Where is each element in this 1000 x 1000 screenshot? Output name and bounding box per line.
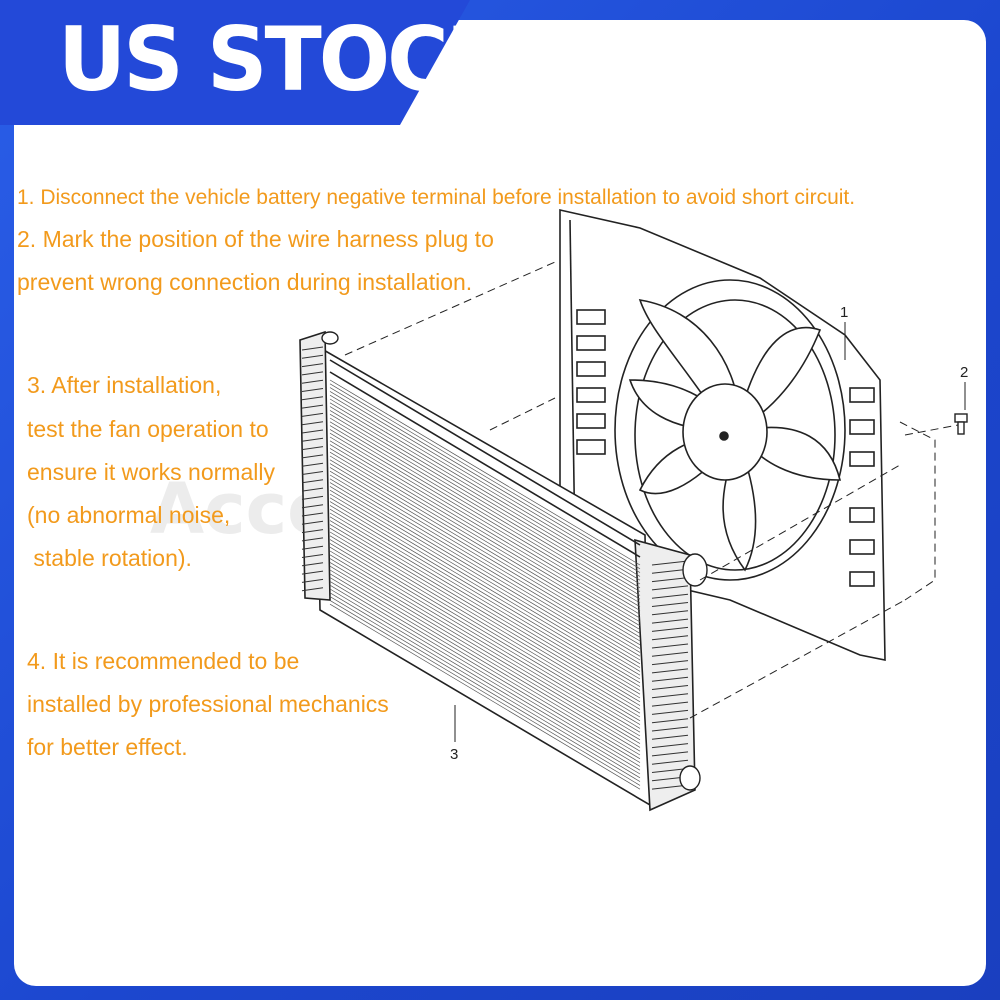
hose-fittings <box>321 331 708 791</box>
assembly-guides <box>344 261 959 719</box>
instruction-step-2-line-1: 2. Mark the position of the wire harness… <box>17 226 494 252</box>
screw <box>954 413 968 435</box>
instruction-step-4-line-1: 4. It is recommended to be <box>27 648 300 674</box>
callout-radiator: 3 <box>450 746 459 763</box>
callout-screw: 2 <box>960 364 969 381</box>
tank-ribs: (function(){ var g = document.currentScr… <box>301 346 689 790</box>
stock-banner: US STOCK <box>0 0 511 125</box>
instruction-step-3-line-2: test the fan operation to <box>27 416 269 442</box>
instruction-step-3-line-4: (no abnormal noise, <box>27 502 231 528</box>
banner-title: US STOCK <box>58 8 511 111</box>
instruction-step-4-line-3: for better effect. <box>27 734 188 760</box>
instruction-step-4-line-2: installed by professional mechanics <box>27 691 389 717</box>
instruction-step-3-line-5: stable rotation). <box>27 545 192 571</box>
instruction-step-3-line-3: ensure it works normally <box>27 459 275 485</box>
radiator <box>299 330 696 812</box>
instruction-step-1: 1. Disconnect the vehicle battery negati… <box>17 186 856 209</box>
callout-leaders <box>454 322 966 742</box>
radiator-fins: (function(){ var g = document.currentScr… <box>329 379 641 790</box>
callout-fan: 1 <box>840 304 849 321</box>
instruction-step-2-line-2: prevent wrong connection during installa… <box>17 269 473 295</box>
instruction-step-3-line-1: 3. After installation, <box>27 372 222 398</box>
